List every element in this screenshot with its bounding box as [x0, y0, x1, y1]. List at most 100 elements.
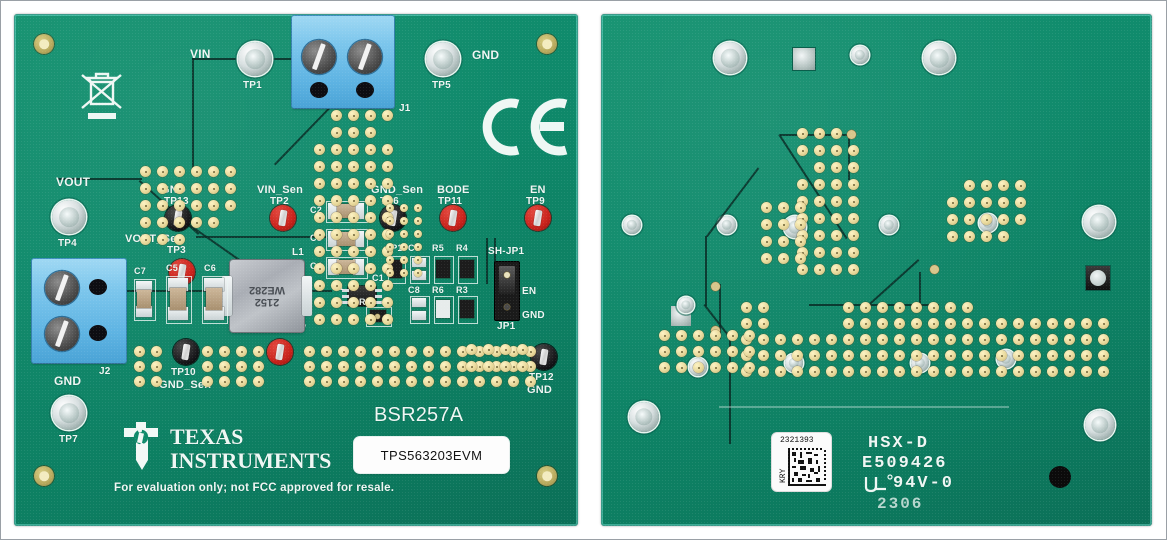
- through-hole-pad: [140, 200, 151, 211]
- through-hole-pad: [157, 166, 168, 177]
- through-hole-pad: [400, 269, 408, 277]
- through-hole-pad: [998, 214, 1009, 225]
- back-mark-line2: E509426: [862, 454, 948, 473]
- through-hole-pad: [321, 346, 332, 357]
- u1-leg-l2: [342, 295, 349, 298]
- through-hole-pad: [1081, 366, 1092, 377]
- solder-tp-e: [1085, 410, 1115, 440]
- label-tp5: TP5: [432, 80, 451, 91]
- outline-c7: [134, 279, 156, 321]
- through-hole-pad: [831, 162, 842, 173]
- through-hole-pad: [831, 179, 842, 190]
- through-hole-pad: [202, 346, 213, 357]
- outline-c3: [326, 229, 368, 251]
- through-hole-pad: [414, 269, 422, 277]
- through-hole-pad: [400, 204, 408, 212]
- through-hole-pad: [134, 376, 145, 387]
- through-hole-pad: [996, 350, 1007, 361]
- through-hole-pad: [758, 302, 769, 313]
- l1-pad-right: [302, 276, 312, 316]
- through-hole-pad: [826, 334, 837, 345]
- through-hole-pad: [797, 145, 808, 156]
- through-hole-pad: [304, 346, 315, 357]
- through-hole-pad: [389, 346, 400, 357]
- brand-instruments: INSTRUMENTS: [170, 448, 332, 473]
- through-hole-pad: [758, 334, 769, 345]
- c7-pad-b: [136, 306, 152, 317]
- r1-via: [375, 314, 380, 319]
- barcode-prefix: KRY: [779, 468, 788, 483]
- label-tp11: TP11: [438, 196, 463, 207]
- through-hole-pad: [134, 361, 145, 372]
- through-hole-pad: [894, 350, 905, 361]
- through-hole-pad: [382, 246, 393, 257]
- testpoint-tp10-gnd-sen: [173, 339, 199, 365]
- outline-r4: [434, 256, 454, 284]
- through-hole-pad: [1015, 214, 1026, 225]
- jumper-shunt[interactable]: [499, 266, 515, 294]
- through-hole-pad: [208, 183, 219, 194]
- through-hole-pad: [517, 344, 528, 355]
- through-hole-pad: [1064, 334, 1075, 345]
- through-hole-pad: [372, 376, 383, 387]
- label-gnd-sen-tp10: GND_Sen: [159, 379, 212, 391]
- through-hole-pad: [348, 280, 359, 291]
- through-hole-pad: [928, 318, 939, 329]
- through-hole-pad: [348, 246, 359, 257]
- terminal-block-j2[interactable]: [32, 259, 126, 363]
- through-hole-pad: [348, 127, 359, 138]
- through-hole-pad: [945, 318, 956, 329]
- through-hole-pad: [979, 334, 990, 345]
- through-hole-pad: [457, 346, 468, 357]
- through-hole-pad: [1064, 366, 1075, 377]
- j1-screw-1[interactable]: [302, 40, 336, 74]
- fcc-disclaimer: For evaluation only; not FCC approved fo…: [114, 482, 395, 494]
- through-hole-pad: [894, 366, 905, 377]
- through-hole-pad: [710, 362, 721, 373]
- j2-screw-1[interactable]: [45, 271, 79, 305]
- through-hole-pad: [174, 234, 185, 245]
- testpoint-tp9-en: [525, 205, 551, 231]
- through-hole-pad: [659, 330, 670, 341]
- through-hole-pad: [877, 350, 888, 361]
- solder-joint-1: [851, 46, 869, 64]
- through-hole-pad: [1098, 334, 1109, 345]
- outline-r3: [458, 256, 478, 284]
- u1-leg-r2: [375, 295, 382, 298]
- through-hole-pad: [314, 314, 325, 325]
- terminal-block-j1[interactable]: [292, 16, 394, 108]
- through-hole-pad: [877, 334, 888, 345]
- through-hole-pad: [1013, 318, 1024, 329]
- through-hole-pad: [414, 243, 422, 251]
- through-hole-pad: [508, 346, 519, 357]
- through-hole-pad: [826, 366, 837, 377]
- c2-pad-l: [328, 203, 339, 219]
- through-hole-pad: [202, 361, 213, 372]
- label-vout: VOUT: [56, 175, 91, 189]
- through-hole-pad: [814, 264, 825, 275]
- j2-screw-2[interactable]: [45, 317, 79, 351]
- through-hole-pad: [225, 166, 236, 177]
- through-hole-pad: [1013, 334, 1024, 345]
- through-hole-pad: [1047, 350, 1058, 361]
- through-hole-pad: [365, 161, 376, 172]
- back-via-4: [930, 265, 939, 274]
- through-hole-pad: [848, 179, 859, 190]
- through-hole-pad: [134, 346, 145, 357]
- through-hole-pad: [894, 318, 905, 329]
- through-hole-pad: [814, 128, 825, 139]
- through-hole-pad: [365, 229, 376, 240]
- j1-screw-2[interactable]: [348, 40, 382, 74]
- through-hole-pad: [140, 166, 151, 177]
- through-hole-pad: [848, 162, 859, 173]
- through-hole-pad: [406, 346, 417, 357]
- through-hole-pad: [491, 376, 502, 387]
- through-hole-pad: [348, 297, 359, 308]
- through-hole-pad: [355, 376, 366, 387]
- through-hole-pad: [382, 314, 393, 325]
- through-hole-pad: [331, 110, 342, 121]
- through-hole-pad: [676, 346, 687, 357]
- mount-hole-tr: [537, 34, 557, 54]
- through-hole-pad: [423, 361, 434, 372]
- through-hole-pad: [761, 219, 772, 230]
